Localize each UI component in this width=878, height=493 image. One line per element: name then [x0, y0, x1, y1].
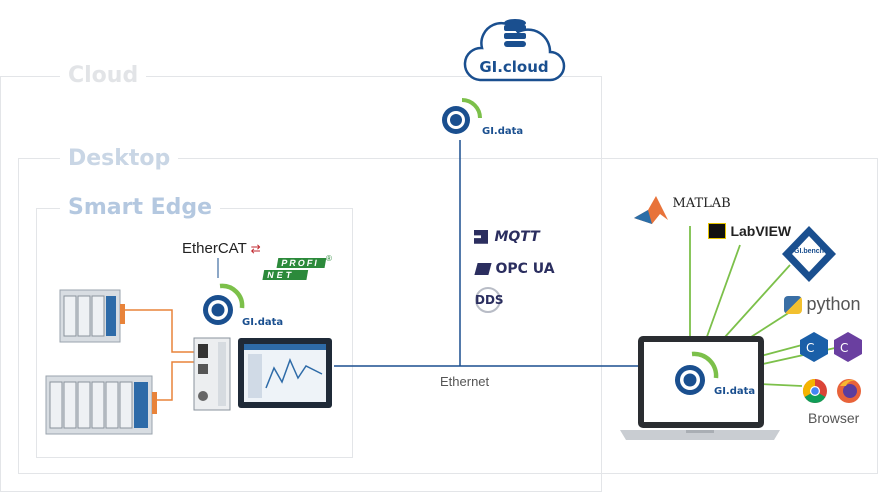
gidata-logo-icon [675, 351, 719, 395]
csharp-logo[interactable]: C [834, 332, 862, 367]
gidata-laptop[interactable]: GI.data [670, 350, 760, 400]
io-module-rack-top [59, 289, 126, 344]
cpp-icon: C [800, 332, 828, 362]
gibench-label: GI.bench [794, 248, 824, 255]
io-module-icon [45, 375, 157, 435]
labview-logo[interactable]: LabVIEW [708, 222, 791, 240]
mqtt-icon [474, 229, 488, 244]
ethercat-logo: EtherCAT ⇄ [182, 240, 261, 257]
csharp-icon: C [834, 332, 862, 362]
profinet-top: PROFI [276, 258, 327, 268]
gidata-edge-label: GI.data [242, 317, 284, 328]
mqtt-logo: MQTT [474, 228, 540, 246]
profinet-bottom: NET [262, 270, 309, 280]
matlab-label: MATLAB [672, 196, 731, 211]
gidata-cloud-label: GI.data [482, 126, 524, 137]
gidata-edge[interactable]: GI.data [198, 280, 288, 330]
dds-label: DDS [475, 293, 504, 307]
gi-cloud[interactable]: GI.cloud [462, 18, 566, 86]
gidata-logo-icon [203, 283, 245, 325]
orange-link-top [125, 309, 196, 353]
firefox-icon [837, 379, 861, 403]
python-logo[interactable]: python [784, 294, 861, 315]
controller-icon [193, 337, 231, 411]
svg-text:C: C [806, 341, 814, 355]
cloud-zone [0, 76, 602, 492]
opcua-label: OPC UA [495, 261, 555, 277]
ethercat-arrow-icon: ⇄ [250, 242, 261, 256]
gi-cloud-label: GI.cloud [479, 58, 549, 76]
ethercat-connector [217, 258, 219, 278]
python-label: python [806, 294, 861, 314]
panel-pc-icon [238, 338, 332, 408]
gibench-icon [782, 226, 836, 282]
firefox-logo[interactable] [836, 378, 862, 409]
python-icon [784, 295, 802, 314]
mqtt-label: MQTT [494, 229, 540, 245]
gidata-logo-icon [442, 98, 482, 134]
database-icon [504, 19, 526, 47]
gidata-cloud[interactable]: GI.data [440, 96, 530, 140]
opcua-logo: OPC UA [474, 260, 555, 278]
smart-edge-zone-label: Smart Edge [60, 195, 221, 220]
orange-link-bottom [156, 361, 196, 401]
matlab-logo[interactable]: MATLAB [634, 196, 731, 224]
cloud-zone-label: Cloud [60, 63, 147, 88]
dds-ring-icon [475, 287, 501, 313]
dds-logo: DDS [474, 286, 504, 314]
cpp-logo[interactable]: C [800, 332, 828, 367]
registered-icon: ® [326, 254, 332, 263]
controller-device [193, 337, 234, 417]
io-module-rack-bottom [45, 375, 158, 438]
svg-text:C: C [840, 341, 848, 355]
gibench-logo[interactable]: GI.bench [782, 226, 836, 287]
desktop-zone-label: Desktop [60, 146, 179, 171]
ethernet-label: Ethernet [440, 374, 490, 389]
matlab-icon [634, 196, 668, 224]
opcua-icon [474, 262, 492, 275]
chrome-icon [802, 379, 827, 404]
gidata-laptop-label: GI.data [714, 386, 756, 397]
ethercat-label: EtherCAT [182, 240, 247, 257]
io-module-icon [59, 289, 125, 343]
labview-label: LabVIEW [730, 222, 792, 239]
panel-pc [238, 338, 334, 415]
browser-label: Browser [808, 410, 860, 426]
chrome-logo[interactable] [802, 378, 828, 409]
labview-icon [708, 222, 726, 239]
